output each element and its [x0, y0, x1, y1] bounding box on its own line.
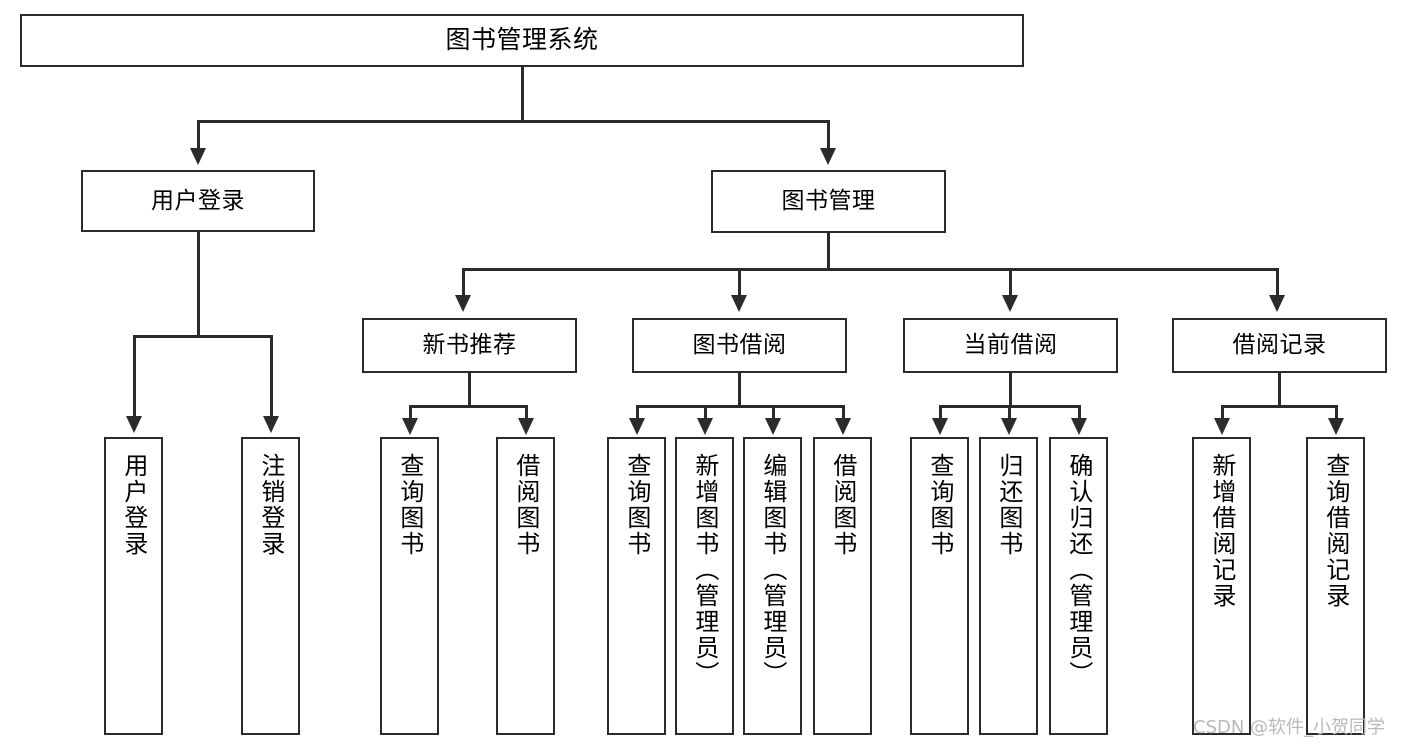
connector-root-drop-left [197, 120, 200, 150]
arrow-to-leaf-query-book-1 [402, 418, 418, 435]
connector-current-borrow-drop-3 [1078, 405, 1081, 420]
node-root-图书管理系统[interactable]: 图书管理系统 [20, 14, 1024, 67]
connector-borrow-record-stem [1278, 373, 1281, 405]
connector-new-book-drop-1 [409, 405, 412, 420]
node-label: 图书管理系统 [445, 25, 599, 55]
connector-new-book-drop-2 [525, 405, 528, 420]
arrow-to-user-login [190, 148, 206, 165]
connector-current-borrow-drop-2 [1008, 405, 1011, 420]
node-new-book-recommend[interactable]: 新书推荐 [362, 318, 577, 373]
arrow-to-leaf-query-record [1328, 418, 1344, 435]
node-label: 编辑图书（管理员） [758, 453, 787, 687]
connector-book-borrow-drop-1 [636, 405, 639, 420]
node-label: 新增借阅记录 [1207, 453, 1236, 609]
connector-root-stem [521, 67, 524, 120]
connector-current-borrow-stem [1009, 373, 1012, 405]
leaf-user-login[interactable]: 用户登录 [104, 437, 163, 735]
node-label: 借阅图书 [828, 453, 857, 557]
leaf-query-book-1[interactable]: 查询图书 [380, 437, 439, 735]
arrow-to-leaf-confirm-return [1071, 418, 1087, 435]
leaf-add-record[interactable]: 新增借阅记录 [1192, 437, 1251, 735]
connector-borrow-record-drop-2 [1335, 405, 1338, 420]
node-user-login[interactable]: 用户登录 [81, 170, 315, 232]
arrow-to-book-borrow [731, 295, 747, 312]
arrow-to-leaf-user-logout [263, 416, 279, 433]
connector-user-login-bus [134, 335, 272, 338]
connector-book-borrow-bus [637, 405, 844, 408]
arrow-to-leaf-borrow-book-2 [835, 418, 851, 435]
leaf-return-book[interactable]: 归还图书 [979, 437, 1038, 735]
arrow-to-leaf-edit-book [765, 418, 781, 435]
leaf-query-record[interactable]: 查询借阅记录 [1306, 437, 1365, 735]
node-label: 图书借阅 [692, 332, 787, 359]
connector-new-book-bus [410, 405, 527, 408]
arrow-to-current-borrow [1002, 295, 1018, 312]
connector-root-bus [198, 120, 830, 123]
arrow-to-leaf-query-book-2 [629, 418, 645, 435]
node-label: 用户登录 [151, 187, 245, 214]
node-label: 新书推荐 [422, 332, 517, 359]
node-label: 查询图书 [395, 453, 424, 557]
leaf-borrow-book-1[interactable]: 借阅图书 [496, 437, 555, 735]
leaf-confirm-return[interactable]: 确认归还（管理员） [1049, 437, 1108, 735]
leaf-add-book[interactable]: 新增图书（管理员） [675, 437, 734, 735]
watermark-text: CSDN @软件_小贺同学 [1193, 717, 1386, 738]
connector-book-manage-drop-4 [1276, 268, 1279, 297]
arrow-to-leaf-query-book-3 [932, 418, 948, 435]
connector-book-manage-drop-3 [1009, 268, 1012, 297]
node-label: 查询图书 [622, 453, 651, 557]
leaf-borrow-book-2[interactable]: 借阅图书 [813, 437, 872, 735]
arrow-to-borrow-record [1269, 295, 1285, 312]
node-book-borrow[interactable]: 图书借阅 [632, 318, 847, 373]
node-label: 注销登录 [256, 453, 285, 557]
connector-new-book-stem [468, 373, 471, 405]
leaf-edit-book[interactable]: 编辑图书（管理员） [743, 437, 802, 735]
connector-book-borrow-stem [738, 373, 741, 405]
connector-borrow-record-drop-1 [1221, 405, 1224, 420]
connector-book-borrow-drop-3 [772, 405, 775, 420]
leaf-query-book-2[interactable]: 查询图书 [607, 437, 666, 735]
node-current-borrow[interactable]: 当前借阅 [903, 318, 1118, 373]
node-label: 归还图书 [994, 453, 1023, 557]
connector-current-borrow-drop-1 [939, 405, 942, 420]
node-book-manage[interactable]: 图书管理 [711, 170, 946, 233]
connector-user-login-drop-1 [133, 335, 136, 418]
connector-root-drop-right [827, 120, 830, 150]
node-label: 借阅记录 [1232, 332, 1327, 359]
node-label: 查询借阅记录 [1321, 453, 1350, 609]
node-label: 确认归还（管理员） [1064, 453, 1093, 687]
connector-book-manage-stem [827, 233, 830, 268]
node-label: 新增图书（管理员） [690, 453, 719, 687]
arrow-to-leaf-return-book [1001, 418, 1017, 435]
node-label: 查询图书 [925, 453, 954, 557]
connector-book-borrow-drop-2 [704, 405, 707, 420]
connector-borrow-record-bus [1222, 405, 1337, 408]
arrow-to-leaf-borrow-book-1 [518, 418, 534, 435]
node-borrow-record[interactable]: 借阅记录 [1172, 318, 1387, 373]
arrow-to-leaf-add-book [697, 418, 713, 435]
leaf-query-book-3[interactable]: 查询图书 [910, 437, 969, 735]
connector-book-manage-bus [463, 268, 1277, 271]
leaf-user-logout[interactable]: 注销登录 [241, 437, 300, 735]
arrow-to-new-book-recommend [455, 295, 471, 312]
arrow-to-leaf-user-login [126, 416, 142, 433]
node-label: 借阅图书 [511, 453, 540, 557]
node-label: 用户登录 [119, 453, 148, 557]
connector-user-login-drop-2 [270, 335, 273, 418]
node-label: 图书管理 [781, 188, 876, 215]
arrow-to-book-manage [820, 148, 836, 165]
arrow-to-leaf-add-record [1214, 418, 1230, 435]
connector-book-manage-drop-1 [462, 268, 465, 297]
node-label: 当前借阅 [963, 332, 1058, 359]
connector-book-borrow-drop-4 [842, 405, 845, 420]
connector-user-login-stem [197, 232, 200, 335]
connector-book-manage-drop-2 [738, 268, 741, 297]
